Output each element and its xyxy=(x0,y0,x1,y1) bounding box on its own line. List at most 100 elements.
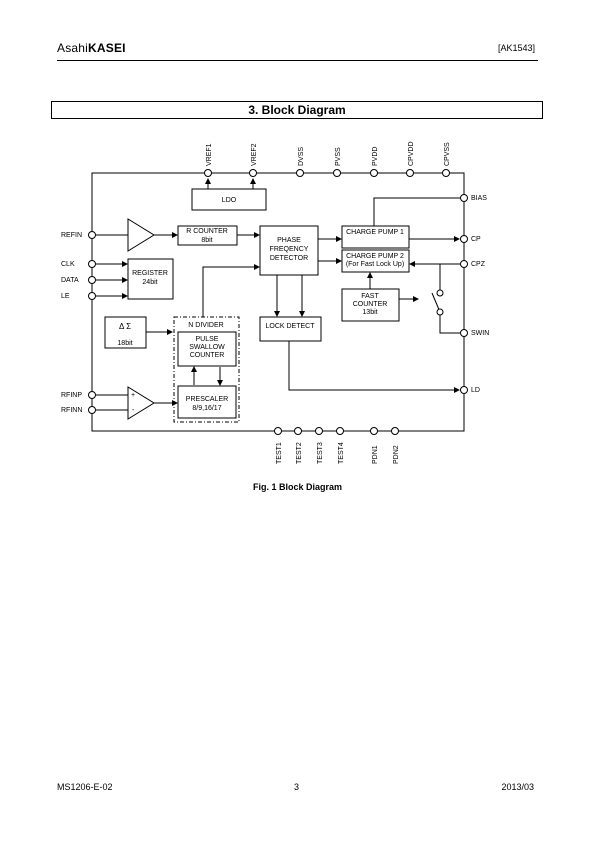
pin-test4: TEST4 xyxy=(336,427,345,464)
n-divider-group xyxy=(173,316,240,423)
ldo-label: LDO xyxy=(222,197,237,204)
pin-le: LE xyxy=(61,292,96,300)
r-counter-label: R COUNTER xyxy=(186,228,228,235)
charge-pump1-block xyxy=(341,225,410,249)
pin-label: BIAS xyxy=(471,195,487,202)
pin-label: TEST2 xyxy=(296,442,303,464)
charge-pump2-sub: (For Fast Lock Up) xyxy=(346,261,404,268)
pin-pdn1: PDN1 xyxy=(370,427,379,464)
pulse-swallow-label-1: PULSE xyxy=(196,336,219,343)
wire-ndivider-pfd xyxy=(202,264,260,317)
pin-label: RFINP xyxy=(61,392,82,399)
pin-pvdd: PVDD xyxy=(370,147,379,177)
pin-swin: SWIN xyxy=(460,329,489,337)
pin-label: PVDD xyxy=(372,147,379,166)
pin-label: DVSS xyxy=(298,147,305,166)
pin-vref1: VREF1 xyxy=(204,143,213,177)
switch-contact-top xyxy=(436,289,444,297)
delta-sigma-bits: 18bit xyxy=(117,340,132,347)
pulse-swallow-block xyxy=(177,331,237,367)
pin-label: PDN2 xyxy=(393,445,400,464)
wire-lockdetect-ld xyxy=(288,341,460,393)
pin-rfinn: RFINN xyxy=(61,406,96,414)
fast-counter-label-2: COUNTER xyxy=(353,301,388,308)
amp-minus: - xyxy=(132,407,135,414)
pin-label: SWIN xyxy=(471,330,489,337)
pulse-swallow-label-3: COUNTER xyxy=(190,352,225,359)
pin-label: CPVDD xyxy=(408,141,415,166)
logo-brand: KASEI xyxy=(88,41,126,55)
pin-label: RFINN xyxy=(61,407,82,414)
switch-contact-bottom xyxy=(436,308,444,316)
pin-label: LE xyxy=(61,293,70,300)
pin-dvss: DVSS xyxy=(296,147,305,177)
pfd-block xyxy=(259,225,319,276)
delta-sigma-label: Δ Σ xyxy=(119,322,131,331)
pin-label: PVSS xyxy=(335,147,342,166)
pin-label: CLK xyxy=(61,261,75,268)
pin-pdn2: PDN2 xyxy=(391,427,400,464)
logo-prefix: Asahi xyxy=(57,41,89,55)
pin-label: CPZ xyxy=(471,261,486,268)
pin-label: VREF2 xyxy=(251,143,258,166)
pin-label: TEST1 xyxy=(276,442,283,464)
section-title: 3. Block Diagram xyxy=(51,101,543,119)
pin-data: DATA xyxy=(61,276,96,284)
footer-page-number: 3 xyxy=(294,782,300,792)
pin-label: PDN1 xyxy=(372,445,379,464)
pin-cpz: CPZ xyxy=(460,260,486,268)
charge-pump1-label: CHARGE PUMP 1 xyxy=(346,229,404,236)
n-divider-label: N DIVIDER xyxy=(188,322,223,329)
pin-rfinp: RFINP xyxy=(61,391,96,399)
refin-buffer xyxy=(127,218,155,252)
pin-vref2: VREF2 xyxy=(249,143,258,177)
pin-label: TEST3 xyxy=(317,442,324,464)
delta-sigma-block xyxy=(104,316,147,349)
top-pins: VREF1 VREF2 DVSS PVSS PVDD CPVDD CPVSS xyxy=(204,141,451,177)
pulse-swallow-label-2: SWALLOW xyxy=(189,344,225,351)
pin-cpvss: CPVSS xyxy=(442,142,451,177)
pin-clk: CLK xyxy=(61,260,96,268)
pin-label: LD xyxy=(471,387,480,394)
company-logo: AsahiKASEI xyxy=(57,41,126,55)
header-rule xyxy=(57,60,538,61)
amp-plus: + xyxy=(131,392,135,399)
pin-label: REFIN xyxy=(61,232,82,239)
part-number: [AK1543] xyxy=(497,43,535,53)
footer-date: 2013/03 xyxy=(501,782,534,792)
register-block xyxy=(127,258,174,300)
pin-refin: REFIN xyxy=(61,231,96,239)
pin-test3: TEST3 xyxy=(315,427,324,464)
charge-pump2-label: CHARGE PUMP 2 xyxy=(346,253,404,260)
fast-counter-label-1: FAST xyxy=(361,293,379,300)
pin-bias: BIAS xyxy=(460,194,487,202)
pin-label: CP xyxy=(471,236,481,243)
wire-bias xyxy=(373,197,460,226)
footer-doc-id: MS1206-E-02 xyxy=(57,782,113,792)
lock-detect-label: LOCK DETECT xyxy=(265,323,315,330)
wire-switch-swin xyxy=(439,315,460,334)
pin-label: VREF1 xyxy=(206,143,213,166)
pfd-label-1: PHASE xyxy=(277,237,301,244)
pin-test1: TEST1 xyxy=(274,427,283,464)
pin-cpvdd: CPVDD xyxy=(406,141,415,177)
fast-counter-block xyxy=(341,288,400,322)
r-counter-bits: 8bit xyxy=(201,237,212,244)
pin-label: TEST4 xyxy=(338,442,345,464)
rf-input-amplifier xyxy=(127,386,155,420)
figure-caption: Fig. 1 Block Diagram xyxy=(252,482,343,492)
pfd-label-2: FREQENCY xyxy=(270,246,309,253)
ldo-block xyxy=(191,188,267,211)
lock-detect-block xyxy=(259,316,322,342)
pin-label: DATA xyxy=(61,277,79,284)
pin-cp: CP xyxy=(460,235,481,243)
register-label: REGISTER xyxy=(132,270,168,277)
pin-test2: TEST2 xyxy=(294,427,303,464)
fast-counter-label-3: 13bit xyxy=(362,309,377,316)
prescaler-block xyxy=(177,385,237,419)
pfd-label-3: DETECTOR xyxy=(270,255,308,262)
register-bits: 24bit xyxy=(142,279,157,286)
chip-outline xyxy=(91,172,465,432)
pin-pvss: PVSS xyxy=(333,147,342,177)
